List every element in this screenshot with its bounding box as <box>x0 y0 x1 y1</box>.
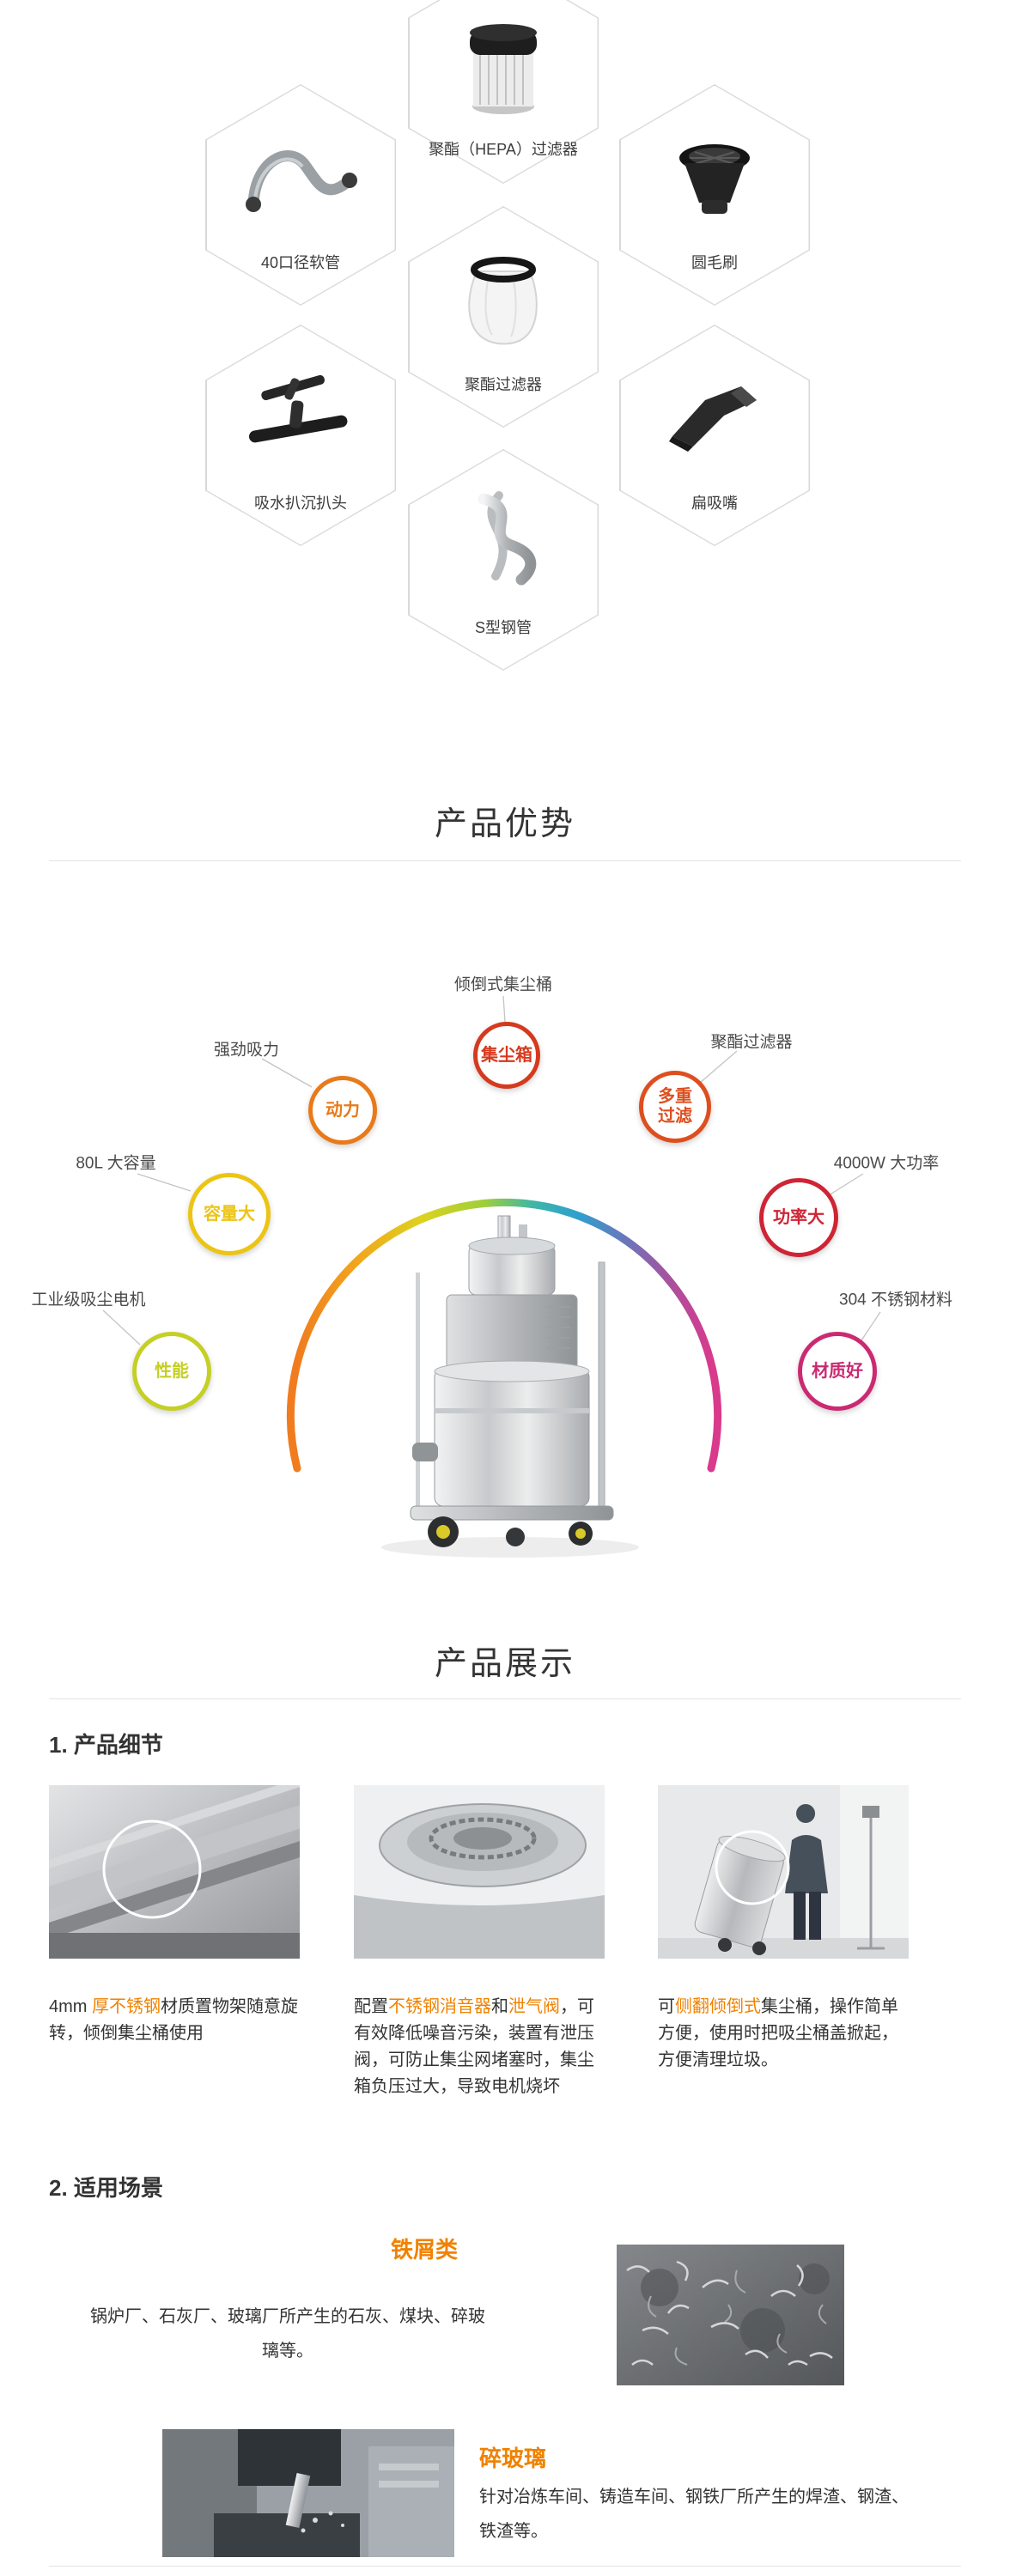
badge-text: 容量大 <box>204 1204 255 1224</box>
detail-caption-tilt: 可侧翻倾倒式集尘桶，操作简单方便，使用时把吸尘桶盖掀起，方便清理垃圾。 <box>658 1997 898 2069</box>
hepa-filter-icon <box>470 24 537 114</box>
badge-text: 性能 <box>155 1361 189 1381</box>
badge-multi-filter: 多重过滤 <box>639 1071 711 1143</box>
bottom-divider <box>49 2566 961 2567</box>
detail-photo-tilt-drum <box>658 1785 909 1959</box>
accessory-label: 40口径软管 <box>260 254 341 271</box>
details-heading: 1. 产品细节 <box>49 1732 163 1758</box>
hose-icon <box>246 150 357 212</box>
badge-text: 集尘箱 <box>481 1045 532 1065</box>
badge-power: 动力 <box>308 1076 377 1145</box>
badge-text: 多重过滤 <box>658 1087 692 1126</box>
detail-photo-rack <box>49 1785 300 1959</box>
accessory-hex-flat-nozzle: 扁吸嘴 <box>619 325 810 546</box>
accessory-hex-hose: 40口径软管 <box>205 84 396 306</box>
round-brush-icon <box>679 144 750 214</box>
scenario-photo-iron-image <box>617 2245 844 2385</box>
rainbow-arc <box>286 1198 722 1473</box>
advantages-title: 产品优势 <box>434 806 575 842</box>
display-title: 产品展示 <box>434 1646 575 1682</box>
badge-dust-box: 集尘箱 <box>473 1022 540 1089</box>
scenario-text-iron: 锅炉厂、石灰厂、玻璃厂所产生的石灰、煤块、碎玻璃等。 <box>90 2307 485 2360</box>
scenarios-heading: 2. 适用场景 <box>49 2175 163 2201</box>
accessory-label: 聚酯（HEPA）过滤器 <box>429 141 578 158</box>
accessory-label: 圆毛刷 <box>691 254 738 271</box>
adv-label-performance: 工业级吸尘电机 <box>31 1291 146 1309</box>
scenario-title-glass: 碎玻璃 <box>479 2445 547 2471</box>
s-pipe-icon <box>478 491 537 586</box>
badge-text: 功率大 <box>773 1207 824 1227</box>
advantages-arc-graphic <box>102 995 881 1558</box>
hex-inner <box>206 325 395 545</box>
adv-label-wattage: 4000W 大功率 <box>833 1154 940 1173</box>
accessory-label: 吸水扒沉扒头 <box>254 495 347 512</box>
accessory-hex-floor-nozzle: 吸水扒沉扒头 <box>205 325 396 546</box>
scenario-text-glass: 针对冶炼车间、铸造车间、钢铁厂所产生的焊渣、钢渣、铁渣等。 <box>479 2488 909 2541</box>
accessory-label: 扁吸嘴 <box>691 495 738 512</box>
detail-photo-tilt-drum-image <box>658 1785 909 1959</box>
accessory-hex-hepa-filter: 聚酯（HEPA）过滤器 <box>408 0 599 184</box>
badge-capacity: 容量大 <box>188 1173 271 1255</box>
scenario-title-iron: 铁屑类 <box>391 2237 459 2263</box>
detail-caption-rack: 4mm 厚不锈钢材质置物架随意旋转，倾倒集尘桶使用 <box>49 1997 298 2043</box>
badge-text: 动力 <box>326 1100 360 1120</box>
scenario-photo-iron-shavings <box>617 2245 844 2385</box>
adv-label-capacity: 80L 大容量 <box>76 1154 156 1173</box>
detail-photo-rack-image <box>49 1785 300 1959</box>
accessory-hex-s-pipe: S型钢管 <box>408 449 599 671</box>
divider <box>49 1698 961 1699</box>
accessory-hex-round-brush: 圆毛刷 <box>619 84 810 306</box>
divider <box>49 860 961 861</box>
connector-lines <box>102 995 881 1346</box>
scenario-photo-drill <box>162 2429 454 2557</box>
scenario-photo-drill-image <box>162 2429 454 2557</box>
adv-label-material: 304 不锈钢材料 <box>839 1291 952 1309</box>
floor-nozzle-icon <box>248 374 348 443</box>
detail-photo-muffler <box>354 1785 605 1959</box>
hex-inner <box>206 85 395 305</box>
advantages-diagram: 强劲吸力 倾倒式集尘桶 聚酯过滤器 80L 大容量 4000W 大功率 工业级吸… <box>0 962 1010 1563</box>
vacuum-illustration <box>381 1215 639 1558</box>
adv-label-dust-box: 倾倒式集尘桶 <box>453 975 553 994</box>
badge-performance: 性能 <box>132 1332 211 1411</box>
badge-material: 材质好 <box>798 1332 877 1411</box>
badge-text: 材质好 <box>812 1361 863 1381</box>
flat-nozzle-icon <box>669 386 757 452</box>
accessory-hex-polyester-filter: 聚酯过滤器 <box>408 206 599 428</box>
adv-label-multi-filter: 聚酯过滤器 <box>710 1033 793 1052</box>
adv-label-power: 强劲吸力 <box>213 1041 280 1060</box>
detail-photo-muffler-image <box>354 1785 605 1959</box>
accessory-label: 聚酯过滤器 <box>465 376 542 393</box>
polyester-filter-icon <box>468 257 538 345</box>
badge-wattage: 功率大 <box>759 1178 838 1257</box>
hex-inner <box>620 325 809 545</box>
accessory-label: S型钢管 <box>474 619 532 636</box>
detail-caption-muffler: 配置不锈钢消音器和泄气阀，可有效降低噪音污染，装置有泄压阀，可防止集尘网堵塞时，… <box>354 1997 594 2096</box>
